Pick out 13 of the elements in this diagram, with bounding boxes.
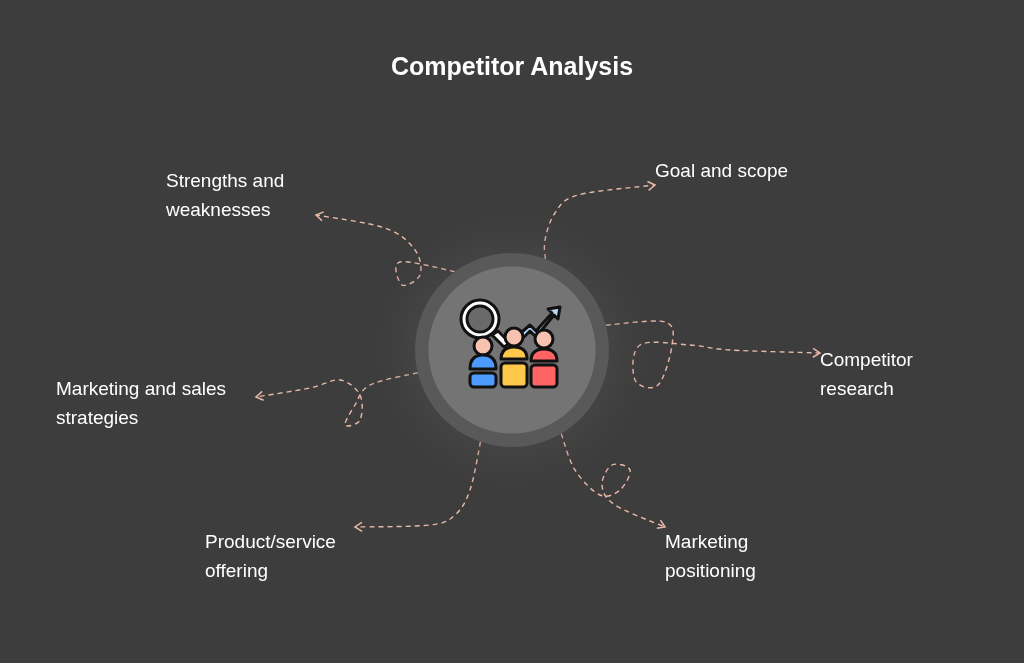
topic-label: Goal and scope	[655, 156, 835, 185]
dashed-arrow	[315, 211, 456, 287]
topic-label: Marketing and sales strategies	[56, 374, 256, 432]
topic-label: Competitor research	[820, 345, 930, 403]
diagram-title: Competitor Analysis	[389, 52, 635, 81]
dashed-arrow	[560, 432, 666, 530]
dashed-arrow	[605, 320, 821, 389]
topic-label: Product/service offering	[205, 527, 355, 585]
dashed-arrow	[255, 372, 419, 427]
dashed-arrow	[354, 441, 482, 533]
topic-label: Marketing positioning	[665, 527, 775, 585]
dashed-arrow	[543, 180, 656, 260]
topic-label: Strengths and weaknesses	[166, 166, 316, 224]
